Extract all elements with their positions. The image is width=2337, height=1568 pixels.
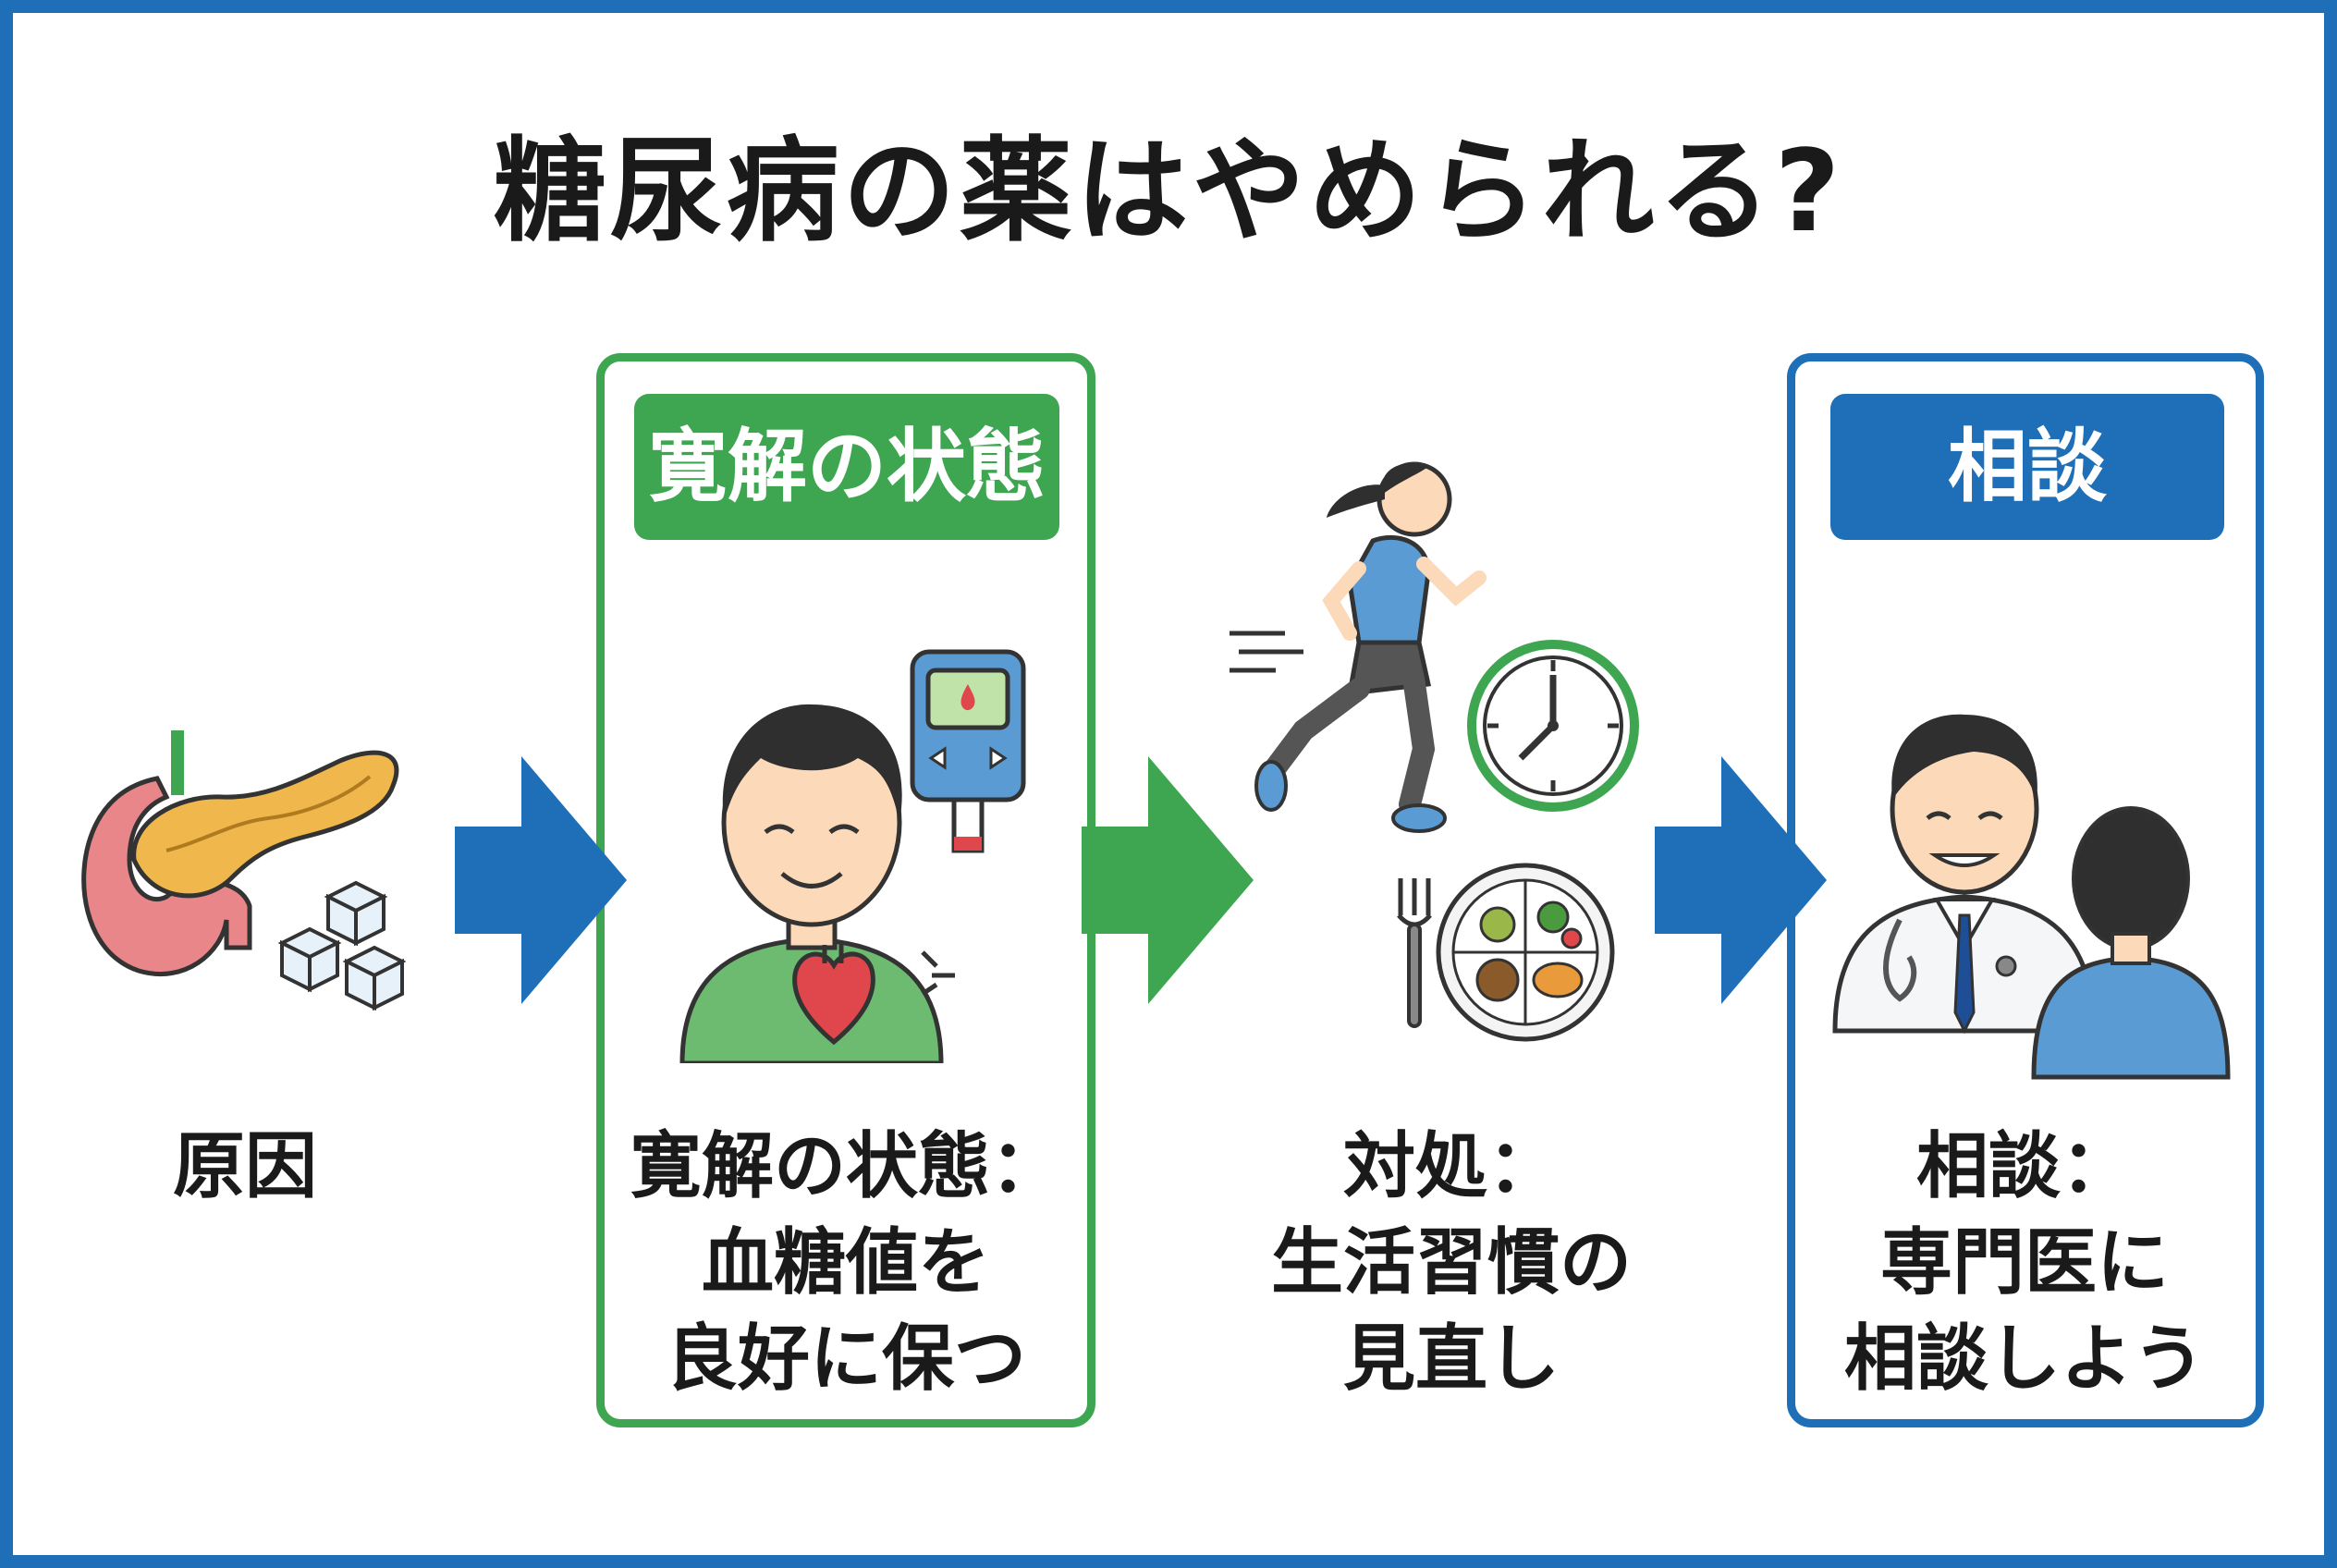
- remission-caption: 寛解の状態： 血糖値を 良好に保つ: [610, 1119, 1082, 1407]
- pulse-lines-icon: [921, 950, 955, 997]
- caption-line: 生活習慣の: [1270, 1221, 1632, 1305]
- caption-line: 原因: [172, 1125, 317, 1208]
- consult-badge: 相談: [1830, 394, 2224, 540]
- fork-icon: [1397, 878, 1432, 1028]
- caption-line: 血糖値を: [701, 1221, 990, 1305]
- arrow-right-icon: [455, 756, 627, 1004]
- patient-icon: [2031, 806, 2231, 1080]
- running-woman-icon: [1230, 461, 1487, 833]
- caption-line: 対処：: [1342, 1125, 1560, 1208]
- caption-line: 相談しよう: [1843, 1317, 2205, 1401]
- consult-caption: 相談： 専門医に 相談しよう: [1803, 1119, 2246, 1407]
- pancreas-icon: [81, 730, 399, 977]
- caption-line: 専門医に: [1879, 1221, 2169, 1305]
- caption-line: 見直し: [1342, 1317, 1560, 1401]
- doctor-icon: [1832, 714, 2097, 1035]
- glucose-meter-icon: [910, 649, 1026, 853]
- clock-icon: [1467, 640, 1639, 812]
- arrow-right-icon: [1082, 756, 1254, 1004]
- arrow-right-icon: [1655, 756, 1827, 1004]
- remission-badge: 寛解の状態: [634, 394, 1059, 540]
- caption-line: 寛解の状態：: [629, 1125, 1062, 1208]
- cause-caption: 原因: [129, 1119, 361, 1215]
- meal-plate-icon: [1436, 863, 1615, 1042]
- caption-line: 良好に保つ: [665, 1317, 1026, 1401]
- caption-line: 相談：: [1915, 1125, 2133, 1208]
- sugar-cubes-icon: [277, 880, 407, 1011]
- heart-icon: [792, 943, 875, 1046]
- page-title: 糖尿病の薬はやめられる?: [493, 126, 1844, 257]
- action-caption: 対処： 生活習慣の 見直し: [1220, 1119, 1682, 1407]
